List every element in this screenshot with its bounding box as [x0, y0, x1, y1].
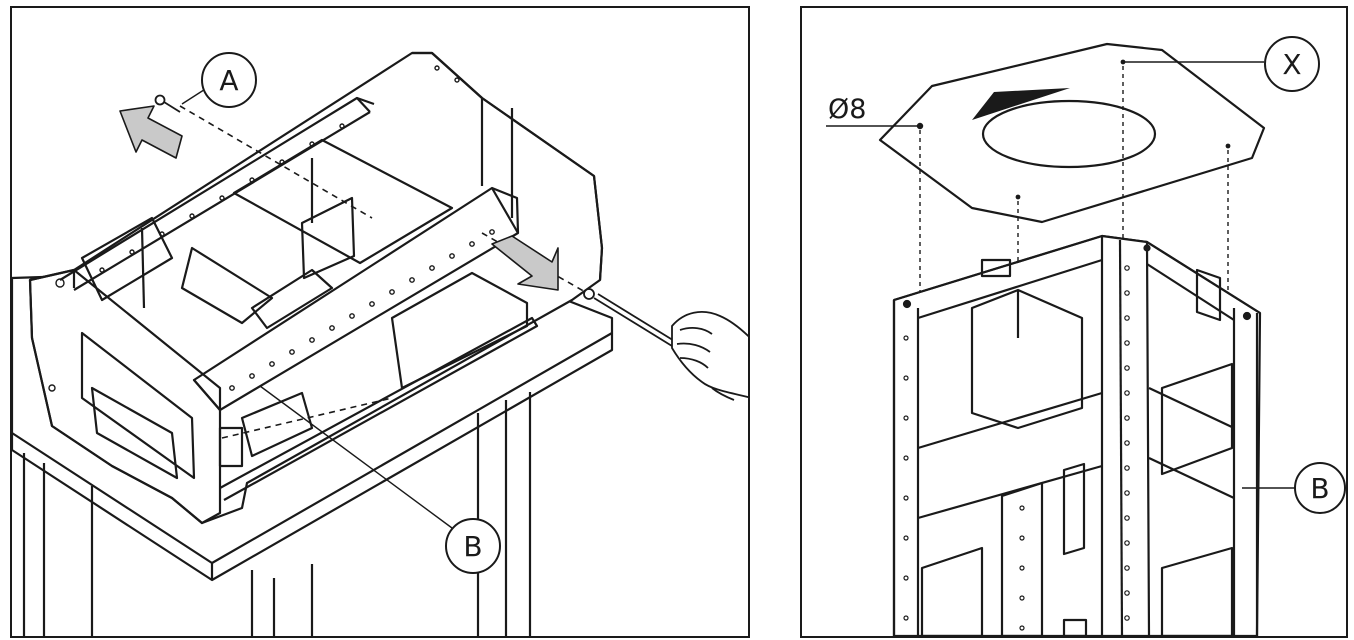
callout-b-left: B [445, 518, 501, 574]
step-panel-left: A B [10, 6, 750, 638]
post-holes [902, 244, 1252, 631]
hole-diameter-label: Ø8 [828, 94, 866, 125]
movement-arrows [119, 105, 559, 291]
hand-illustration [671, 311, 748, 401]
plate-holes [917, 59, 1231, 200]
callout-a-label: A [219, 64, 238, 97]
callout-b-right-label: B [1310, 472, 1329, 505]
step-panel-right: Ø8 X B [800, 6, 1348, 638]
cabinet-frame [28, 51, 604, 525]
left-illustration: A B [12, 51, 748, 636]
callout-leaders [1123, 61, 1300, 489]
right-illustration: Ø8 X B [826, 36, 1346, 636]
callout-x: X [1264, 36, 1320, 92]
rail-holes [48, 65, 495, 392]
top-plate [878, 42, 1266, 224]
callout-a: A [201, 52, 257, 108]
callout-b-left-label: B [463, 530, 482, 563]
upright-cabinet-frame [892, 234, 1262, 636]
callout-b-right: B [1294, 462, 1346, 514]
callout-x-label: X [1282, 48, 1301, 81]
screw-a [154, 94, 181, 113]
plate-direction-arrow [972, 88, 1070, 120]
screwdriver [583, 288, 677, 347]
